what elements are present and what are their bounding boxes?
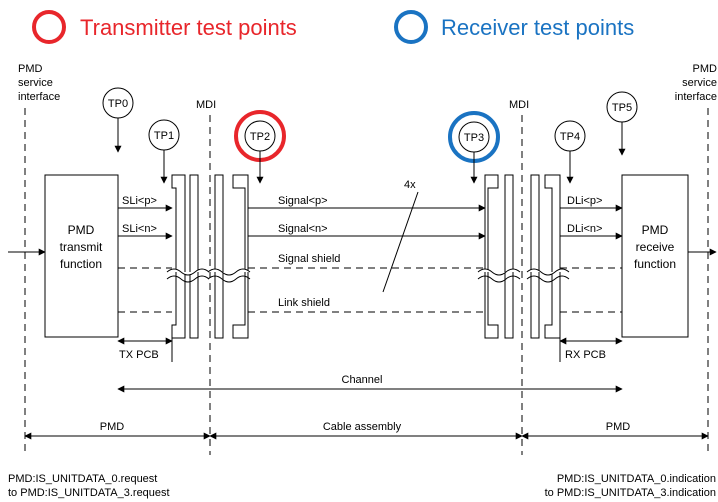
tp3-label: TP3: [464, 132, 484, 144]
pmd-receive-box: [621, 174, 689, 338]
tp4-label: TP4: [560, 131, 580, 143]
tp0-label: TP0: [108, 98, 128, 110]
tp1-label: TP1: [154, 130, 174, 142]
mdi-left-connector-a: [214, 174, 224, 339]
mdi-left-label: MDI: [196, 99, 216, 111]
test-point-tp5: TP5: [606, 91, 638, 156]
break-wave-mdi-right-1: [477, 268, 521, 276]
cable-break-marks: [166, 268, 570, 283]
break-wave-mdi-1: [207, 268, 251, 276]
connector-mdi-left: [214, 174, 249, 339]
pmd-service-left-line-3: interface: [18, 91, 60, 103]
break-wave-rx-2: [526, 275, 570, 283]
multiplicity-label: 4x: [404, 179, 416, 191]
rx-pcb-span: RX PCB: [559, 337, 623, 362]
receiver-legend-circle: [394, 10, 428, 44]
tp5-label: TP5: [612, 102, 632, 114]
signal-n-label: Signal<n>: [278, 223, 328, 235]
break-wave-mdi-2: [207, 275, 251, 283]
transmitter-legend-circle: [32, 10, 66, 44]
footer-right: PMD:IS_UNITDATA_0.indication to PMD:IS_U…: [545, 473, 716, 499]
rx-block-line-2: receive: [636, 240, 675, 254]
connector-tx-pcb: [171, 174, 199, 339]
test-point-tp4: TP4: [554, 120, 586, 184]
test-point-tp3: TP3: [448, 111, 500, 184]
pmd-service-right-line-2: service: [682, 77, 717, 89]
tx-block-line-2: transmit: [60, 240, 103, 254]
footer-left-line-1: PMD:IS_UNITDATA_0.request: [8, 473, 157, 485]
pmd-service-right-line-1: PMD: [693, 63, 718, 75]
footer-right-line-1: PMD:IS_UNITDATA_0.indication: [557, 473, 716, 485]
footer-right-line-2: to PMD:IS_UNITDATA_3.indication: [545, 487, 716, 499]
interface-dashed-lines: [24, 108, 709, 455]
pmd-service-left-line-2: service: [18, 77, 53, 89]
sli-p-label: SLi<p>: [122, 195, 157, 207]
mdi-right-connector-b: [504, 174, 514, 339]
link-shield-label: Link shield: [278, 297, 330, 309]
tx-pcb-span: TX PCB: [117, 337, 173, 362]
rx-pcb-connector-left: [530, 174, 540, 339]
pmd-service-interface-left: PMD service interface: [18, 63, 60, 103]
channel-span: Channel: [117, 374, 623, 393]
connector-mdi-right: [484, 174, 514, 339]
bundle-slash: [382, 191, 419, 293]
rx-pcb-label: RX PCB: [565, 349, 606, 361]
test-point-tp1: TP1: [148, 119, 180, 184]
channel-label: Channel: [342, 374, 383, 386]
tx-pcb-label: TX PCB: [119, 349, 159, 361]
pmd-service-left-line-1: PMD: [18, 63, 43, 75]
pmd-transmit-box: [44, 174, 119, 338]
footer-left: PMD:IS_UNITDATA_0.request to PMD:IS_UNIT…: [8, 473, 170, 499]
cable-assembly-label: Cable assembly: [323, 421, 402, 433]
dli-n-label: DLi<n>: [567, 223, 602, 235]
mdi-right-connector-a: [484, 174, 499, 339]
rx-block-line-3: function: [634, 257, 676, 271]
break-wave-tx-2: [166, 275, 210, 283]
pmd-transmit-block: PMD transmit function: [8, 174, 119, 338]
pmd-receive-block: PMD receive function: [621, 174, 717, 338]
pmd-left-label: PMD: [100, 421, 125, 433]
tx-pcb-connector-right: [189, 174, 199, 339]
dli-p-label: DLi<p>: [567, 195, 602, 207]
break-wave-rx-1: [526, 268, 570, 276]
rx-block-line-1: PMD: [642, 223, 669, 237]
pmd-service-interface-right: PMD service interface: [675, 63, 717, 103]
footer-left-line-2: to PMD:IS_UNITDATA_3.request: [8, 487, 170, 499]
tx-pcb-connector-left: [171, 174, 186, 339]
signal-shield-label: Signal shield: [278, 253, 340, 265]
test-point-tp2: TP2: [234, 110, 286, 184]
bottom-spans: PMD Cable assembly PMD: [24, 421, 709, 440]
mdi-left-connector-b: [232, 174, 249, 339]
transmitter-legend-label: Transmitter test points: [80, 15, 297, 40]
break-wave-mdi-right-2: [477, 275, 521, 283]
pmd-service-right-line-3: interface: [675, 91, 717, 103]
test-point-tp0: TP0: [102, 87, 134, 153]
tx-block-line-1: PMD: [68, 223, 95, 237]
tx-block-line-3: function: [60, 257, 102, 271]
mdi-right-label: MDI: [509, 99, 529, 111]
signal-p-label: Signal<p>: [278, 195, 328, 207]
signal-lines: [118, 191, 623, 313]
connector-rx-pcb: [530, 174, 561, 339]
tp2-label: TP2: [250, 131, 270, 143]
legend: Transmitter test points Receiver test po…: [32, 10, 634, 44]
receiver-legend-label: Receiver test points: [441, 15, 634, 40]
sli-n-label: SLi<n>: [122, 223, 157, 235]
break-wave-tx-1: [166, 268, 210, 276]
pmd-right-label: PMD: [606, 421, 631, 433]
rx-pcb-connector-right: [544, 174, 561, 339]
